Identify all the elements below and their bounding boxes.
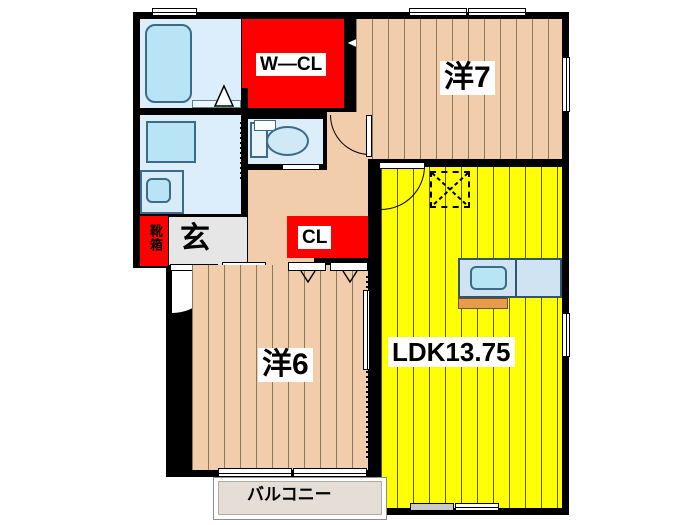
yo7-window-right[interactable] [562, 57, 570, 112]
yo6-label: 洋6 [258, 348, 313, 382]
closet-cl-label: CL [298, 226, 332, 249]
walk-in-closet-alcove [242, 19, 252, 88]
ldk-window-bottom-right[interactable] [455, 503, 499, 511]
ldk-door-leaf[interactable] [379, 162, 425, 169]
genkan-label: 玄 [180, 222, 210, 255]
wall-bath-washroom [133, 108, 241, 115]
ldk-label: LDK13.75 [388, 337, 515, 367]
yo6-balcony-window-right[interactable] [293, 468, 367, 477]
vanity-sink-bowl [146, 178, 171, 203]
yo7-label: 洋7 [440, 61, 495, 95]
yo7-window-top-left[interactable] [409, 8, 467, 16]
walk-in-closet-label: W—CL [256, 53, 327, 76]
bathtub-fixture [145, 24, 192, 103]
closet-cl-fold-mark-right [342, 270, 358, 284]
kitchen-cabinet-front [458, 298, 508, 309]
closet-cl-door-panel-right[interactable] [330, 262, 368, 271]
ldk-window-right[interactable] [562, 313, 570, 357]
bathroom-window[interactable] [152, 8, 197, 16]
kitchen-sink [470, 266, 507, 290]
yo7-door-leaf[interactable] [366, 115, 372, 157]
yo7-window-top-right[interactable] [468, 8, 526, 16]
yo6-ldk-sliding-panel[interactable] [363, 290, 370, 370]
room-balcony [218, 481, 382, 515]
kitchen-counter-divider [515, 258, 517, 298]
shoe-cabinet-label: 靴箱 [147, 224, 163, 252]
yo6-balcony-window-left[interactable] [218, 468, 292, 477]
bathroom-door-marker [213, 84, 235, 107]
dashed-square-marker-cross [431, 172, 469, 207]
dashed-square-marker [430, 171, 470, 208]
closet-cl-fold-mark-left [300, 270, 316, 284]
room-yo7 [356, 19, 562, 159]
room-ldk [381, 167, 562, 508]
toilet-lid [254, 120, 276, 131]
toilet-door-leaf[interactable] [282, 164, 320, 170]
closet-cl-door-panel-left[interactable] [288, 262, 326, 271]
room-hallway [248, 170, 368, 216]
shoe-cabinet [140, 216, 168, 266]
balcony-label: バルコニー [247, 485, 332, 504]
room-genkan [168, 216, 248, 266]
toilet-bowl [266, 126, 309, 156]
washroom-sliding-door-track[interactable] [240, 122, 242, 182]
ldk-window-bottom-left[interactable] [410, 503, 454, 511]
washing-machine-space [146, 121, 196, 163]
